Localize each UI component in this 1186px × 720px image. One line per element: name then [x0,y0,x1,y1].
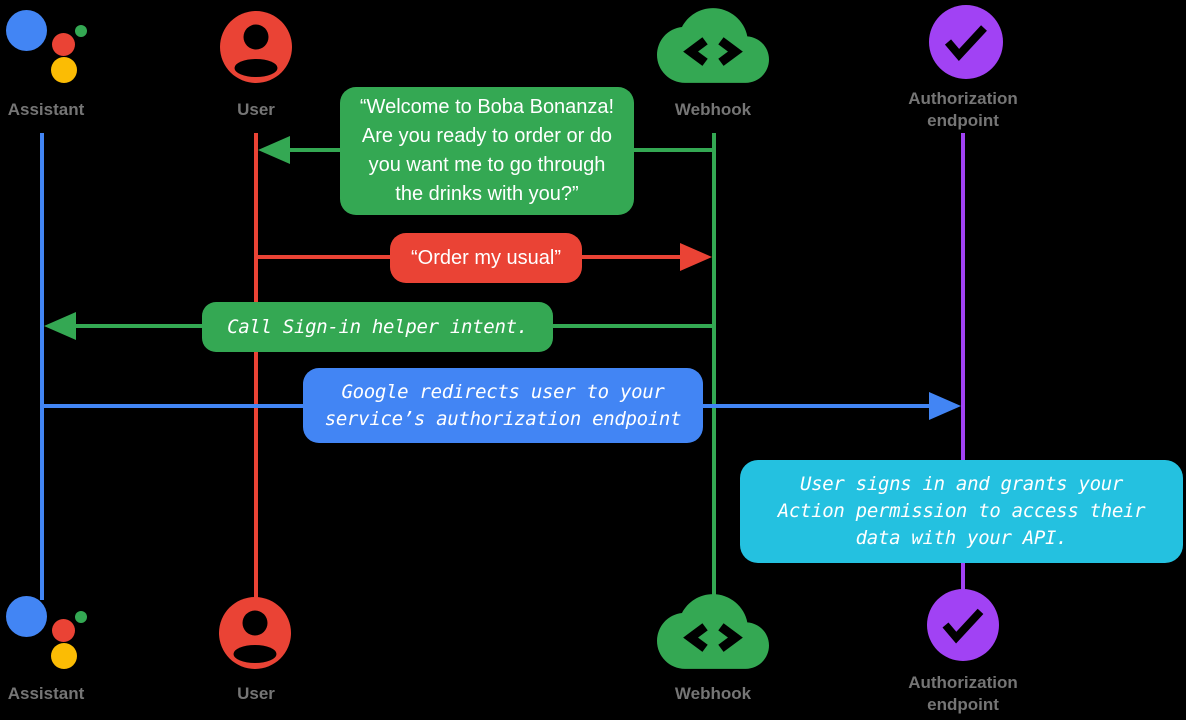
user-label-top: User [237,100,275,119]
google-assistant-icon-bottom [0,586,90,676]
order-arrow-head [680,243,712,271]
webhook-label-bottom: Webhook [674,684,752,703]
welcome-message-text: “Welcome to Boba Bonanza! Are you ready … [359,96,615,205]
user-lifeline [254,133,258,600]
webhook-lifeline [712,133,716,600]
order-message-text: “Order my usual” [410,246,562,269]
redirect-message-box: Google redirects user to your service’s … [303,368,703,443]
assistant-yellow-dot [51,643,77,669]
signin-message-text: Call Sign-in helper intent. [227,315,528,338]
cloud-code-icon [657,8,769,88]
check-circle-icon-bottom [927,589,999,666]
user-icon-bottom [219,597,291,674]
grants-note-box: User signs in and grants your Action per… [740,460,1183,563]
assistant-red-dot [52,33,75,56]
cloud-code-icon-bottom [657,594,769,674]
signin-arrow-head [44,312,76,340]
assistant-red-dot [52,619,75,642]
assistant-blue-dot [6,10,47,51]
order-message-box: “Order my usual” [390,233,582,283]
user-icon [220,11,292,88]
assistant-green-dot [75,25,87,37]
assistant-blue-dot [6,596,47,637]
welcome-message-box: “Welcome to Boba Bonanza! Are you ready … [340,87,634,215]
webhook-label-top: Webhook [674,100,752,119]
authorization-endpoint-lifeline [961,133,965,600]
signin-message-box: Call Sign-in helper intent. [202,302,553,352]
authorization-endpoint-label-top: Authorization endpoint [908,89,1018,130]
google-assistant-icon [0,0,90,90]
assistant-yellow-dot [51,57,77,83]
assistant-label-bottom: Assistant [7,684,85,703]
authorization-endpoint-label-bottom: Authorization endpoint [908,673,1018,714]
assistant-green-dot [75,611,87,623]
grants-note-text: User signs in and grants your Action per… [777,473,1146,549]
user-label-bottom: User [237,684,275,703]
welcome-arrow-head [258,136,290,164]
assistant-lifeline [40,133,44,600]
check-circle-icon [929,5,1003,84]
redirect-arrow-head [929,392,961,420]
redirect-message-text: Google redirects user to your service’s … [324,380,682,430]
assistant-label-top: Assistant [7,100,85,119]
